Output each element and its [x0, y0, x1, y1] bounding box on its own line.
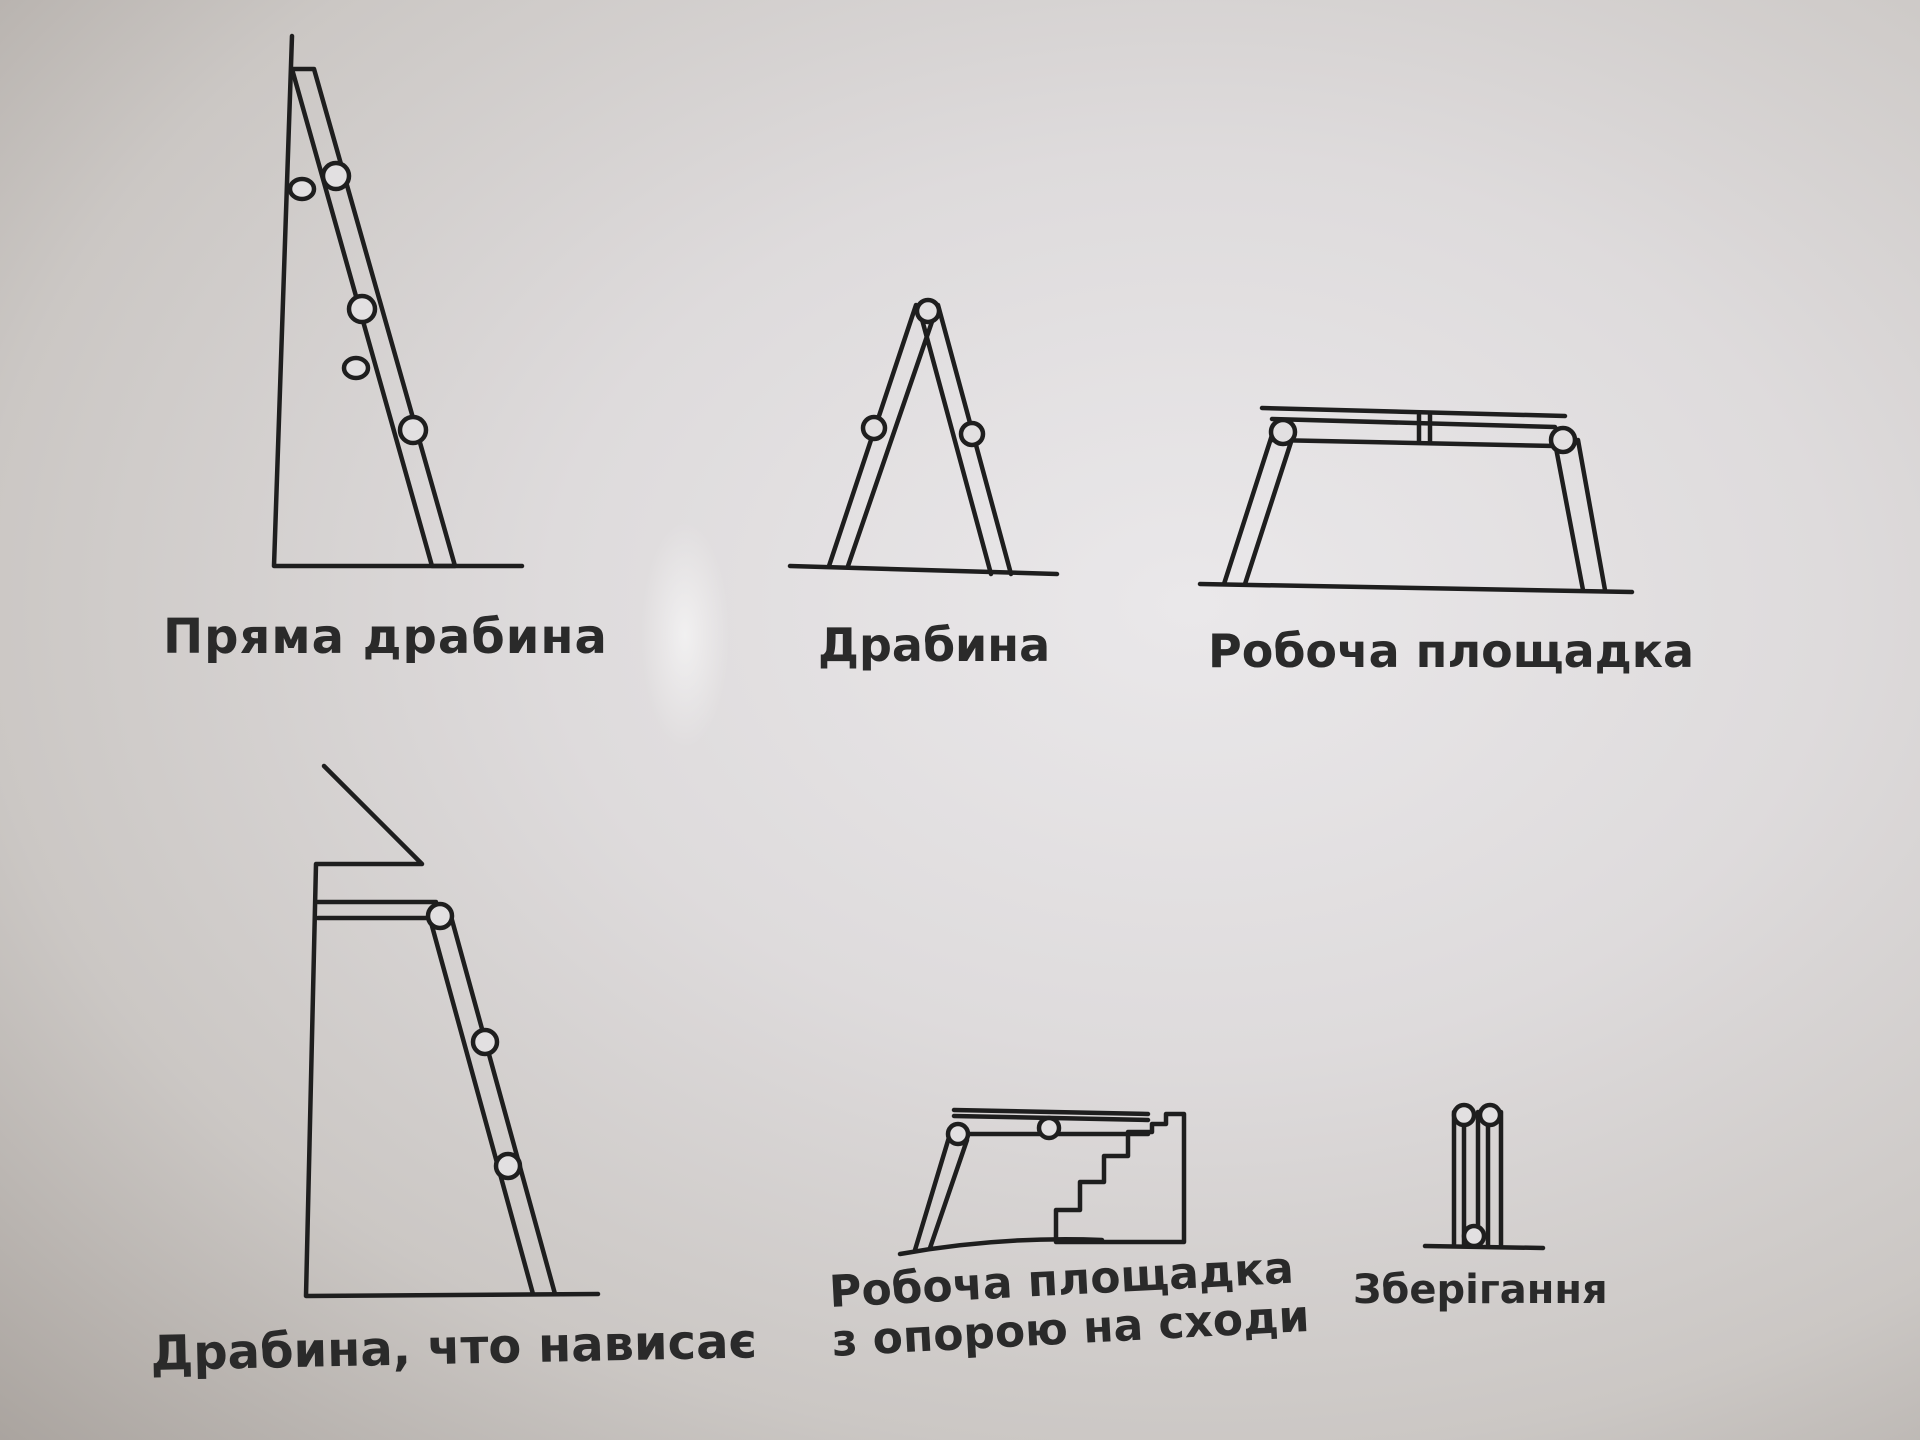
work-platform-right-leg-inner [1553, 445, 1586, 593]
stair-platform-figure [897, 1107, 1187, 1257]
stepladder-top-hinge [914, 297, 942, 325]
stair-platform-board-1 [951, 1107, 1151, 1117]
overhanging-ladder-top-hinge [425, 901, 455, 931]
overhanging-ladder-rail-outer [449, 917, 558, 1297]
straight-ladder-figure [271, 33, 525, 569]
work-platform-top-rail-2 [1269, 437, 1558, 449]
caption-straight-ladder: Пряма драбина [163, 609, 608, 665]
stepladder-right-rail-inner [917, 309, 994, 577]
overhanging-ladder-hinge-2 [470, 1027, 500, 1057]
work-platform-top-rail-1 [1269, 416, 1558, 430]
stepladder-left-rail-inner [845, 307, 939, 569]
stair-platform-leg-outer [912, 1131, 953, 1253]
straight-ladder-wall-line [271, 33, 525, 569]
storage-ground-line [1422, 1243, 1546, 1251]
work-platform-right-hinge [1548, 425, 1578, 455]
light-glare [640, 520, 730, 750]
straight-ladder-hinge-3 [397, 414, 429, 446]
work-platform-figure [1197, 405, 1635, 595]
straight-ladder-wall-mark-bottom [341, 355, 371, 381]
storage-top-hinge-left [1451, 1102, 1477, 1128]
stair-platform-mid-hinge [1036, 1115, 1062, 1141]
storage-figure [1422, 1102, 1546, 1251]
straight-ladder-rails [289, 66, 458, 569]
overhanging-ladder-wall-line [303, 763, 601, 1299]
caption-storage: Зберігання [1353, 1267, 1608, 1313]
overhanging-ladder-figure [303, 763, 601, 1299]
work-platform-ground-line [1197, 581, 1635, 595]
straight-ladder-wall-mark-top [287, 176, 317, 202]
stepladder-figure [787, 297, 1060, 577]
stair-platform-stair-steps [1053, 1111, 1187, 1245]
stair-platform-left-hinge [945, 1121, 971, 1147]
stair-platform-ground-line [897, 1237, 1105, 1257]
work-platform-left-leg-outer [1221, 429, 1276, 587]
work-platform-board [1259, 405, 1568, 419]
straight-ladder-hinge-2 [346, 293, 378, 325]
caption-overhanging-ladder: Драбина, что нависає [149, 1313, 758, 1382]
work-platform-right-leg-outer [1575, 437, 1608, 593]
overhanging-ladder-rail-inner [429, 923, 536, 1297]
caption-stepladder: Драбина [818, 618, 1051, 672]
straight-ladder-hinge-1 [320, 160, 352, 192]
stepladder-left-hinge [860, 414, 888, 442]
stair-platform-leg-inner [927, 1137, 970, 1251]
caption-work-platform: Робоча площадка [1208, 624, 1695, 678]
work-platform-left-leg-inner [1242, 439, 1294, 587]
work-platform-left-hinge [1268, 417, 1298, 447]
storage-top-hinge-right [1477, 1102, 1503, 1128]
storage-bottom-hinge [1461, 1223, 1487, 1249]
stepladder-right-hinge [958, 420, 986, 448]
overhanging-ladder-hinge-3 [493, 1151, 523, 1181]
